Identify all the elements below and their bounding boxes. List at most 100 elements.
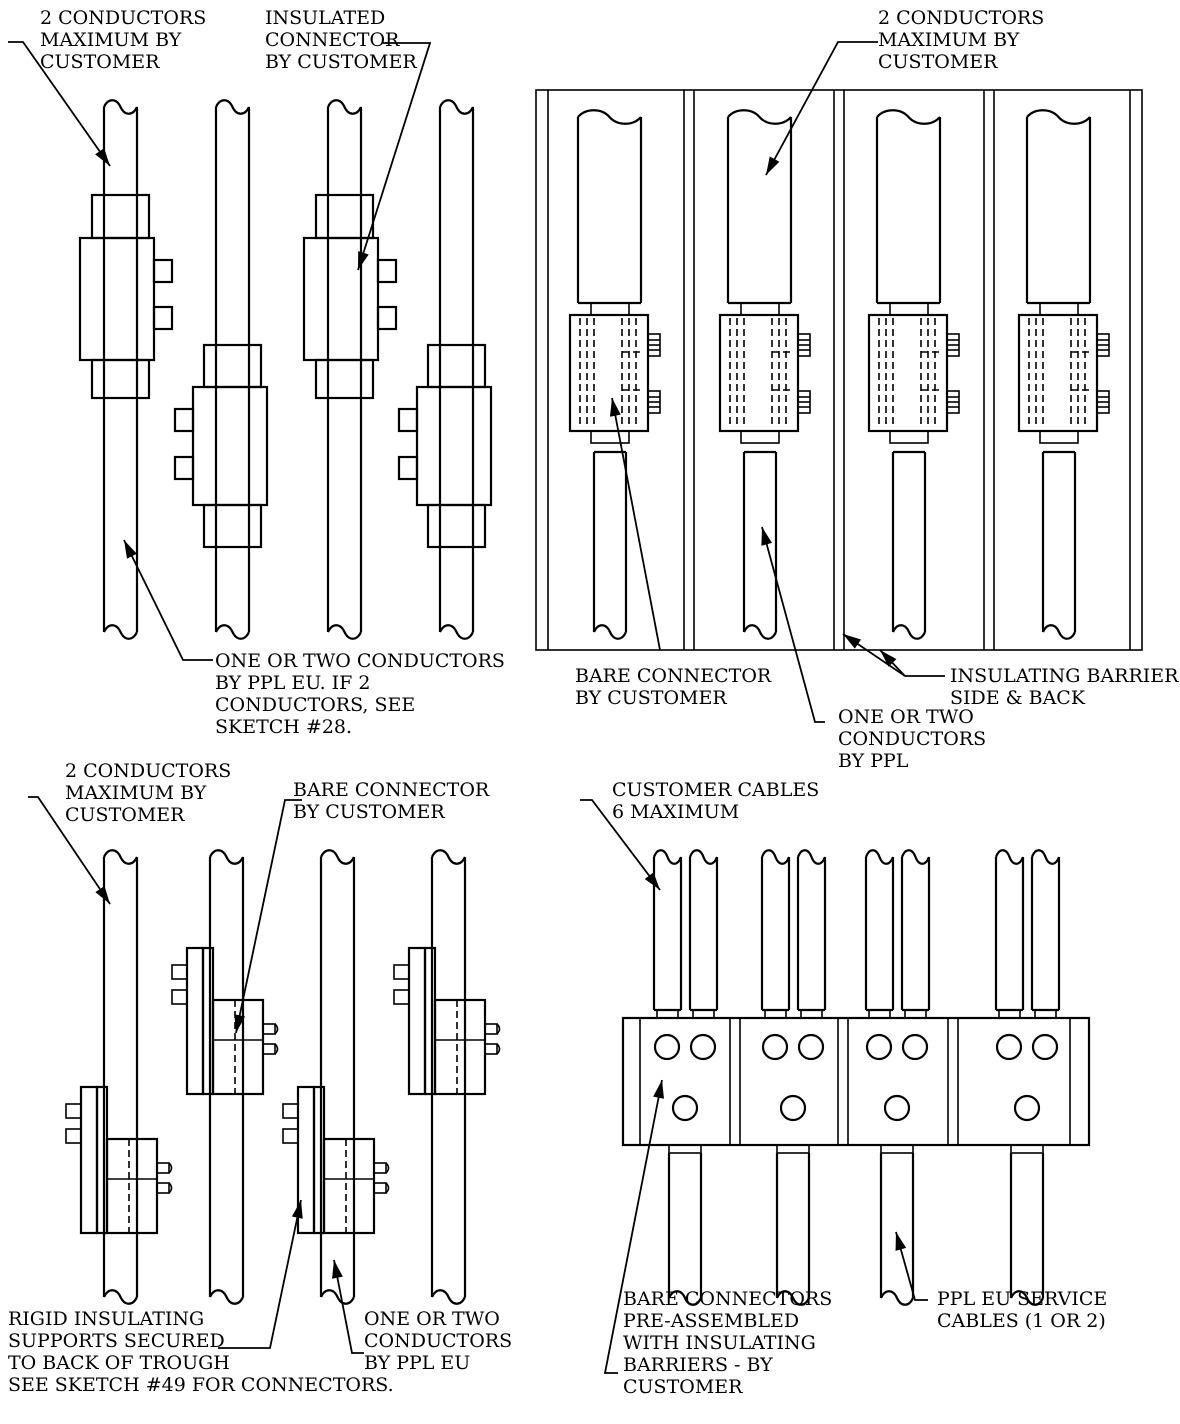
- label-b4-line: ONE OR TWO: [838, 706, 974, 728]
- bolt: [393, 964, 410, 980]
- cond-c1-break-bottom: [103, 1289, 138, 1305]
- neck: [889, 430, 929, 444]
- label-d1-line: CUSTOMER CABLES: [612, 779, 819, 801]
- tap: [397, 407, 419, 433]
- cond-a4-break-bottom: [439, 624, 474, 640]
- arrowhead: [358, 251, 369, 270]
- setscrew: [373, 1182, 387, 1194]
- label-c4-line: ONE OR TWO: [364, 1308, 500, 1330]
- arrowhead: [95, 148, 110, 166]
- leader-c1: [28, 796, 111, 905]
- cond-c1-break-top: [103, 849, 138, 865]
- label-c4-line: CONDUCTORS: [364, 1330, 512, 1352]
- setscrew: [156, 1162, 170, 1174]
- bolt: [282, 1128, 299, 1144]
- setscrew: [373, 1162, 387, 1174]
- customer-cable-break: [1030, 849, 1061, 865]
- cable-neck: [800, 1009, 823, 1019]
- customer-cable-break: [652, 849, 683, 865]
- customer-cable-break: [688, 849, 719, 865]
- leader-b4: [761, 526, 825, 723]
- setscrew: [484, 1023, 498, 1035]
- terminal-hole: [901, 1033, 929, 1061]
- label-b3-line: SIDE & BACK: [950, 687, 1086, 709]
- tap: [173, 407, 195, 433]
- leader-a2: [357, 42, 432, 271]
- cable-neck: [1010, 1144, 1044, 1154]
- leader-b2: [611, 397, 661, 651]
- drawing-linework: [8, 41, 1143, 1374]
- sleeve: [314, 193, 375, 240]
- arrowhead: [95, 885, 110, 904]
- neck: [1039, 430, 1079, 444]
- insulated-connector: [415, 385, 493, 507]
- terminal-hole: [797, 1033, 825, 1061]
- label-c3-line: RIGID INSULATING: [8, 1308, 204, 1330]
- trough-outline: [535, 89, 1143, 651]
- label-d3-line: CABLES (1 OR 2): [937, 1310, 1106, 1332]
- label-b3-line: INSULATING BARRIERS: [950, 665, 1180, 687]
- sleeve: [202, 343, 263, 389]
- setscrew-head: [385, 1182, 390, 1194]
- label-c2-line: BY CUSTOMER: [293, 801, 445, 823]
- setscrew-head: [385, 1162, 390, 1174]
- sleeve: [202, 503, 263, 549]
- lower-cable-break: [742, 624, 778, 640]
- arrowhead: [234, 1014, 246, 1033]
- sleeve: [426, 343, 487, 389]
- terminal-hole: [1013, 1094, 1041, 1122]
- leader-c4: [333, 1259, 364, 1354]
- label-c1-line: MAXIMUM BY: [65, 782, 207, 804]
- cable-neck: [776, 1144, 810, 1154]
- cable-neck: [656, 1009, 679, 1019]
- cable-neck: [904, 1009, 927, 1019]
- rigid-insulating-support: [201, 946, 215, 1096]
- leader-d3: [895, 1231, 928, 1301]
- cond-a1-break-top: [103, 99, 138, 115]
- upper-cable-break: [727, 109, 792, 125]
- label-d2-line: WITH INSULATING: [623, 1332, 816, 1354]
- leader-a3: [123, 539, 213, 661]
- cond-a1-break-bottom: [103, 624, 138, 640]
- bolt: [171, 989, 188, 1005]
- neck: [1039, 302, 1079, 316]
- terminal-hole: [883, 1094, 911, 1122]
- tap: [152, 305, 174, 331]
- label-d2-line: PRE-ASSEMBLED: [623, 1310, 799, 1332]
- cable-neck: [998, 1009, 1021, 1019]
- cond-a2-break-bottom: [215, 624, 250, 640]
- label-c3-line: TO BACK OF TROUGH: [8, 1352, 230, 1374]
- cable-neck: [1034, 1009, 1057, 1019]
- label-a2-line: CONNECTOR: [265, 29, 400, 51]
- service-cable-break: [879, 1290, 915, 1306]
- label-d2-line: BARE CONNECTORS: [623, 1288, 832, 1310]
- bolt: [65, 1128, 82, 1144]
- setscrew-head: [168, 1182, 173, 1194]
- service-cable-break: [775, 1290, 811, 1306]
- arrowhead: [843, 634, 861, 649]
- neck: [740, 302, 780, 316]
- label-a3-line: ONE OR TWO CONDUCTORS: [215, 650, 505, 672]
- upper-cable-break: [577, 109, 642, 125]
- leader-a1: [8, 41, 111, 167]
- customer-cable-break: [760, 849, 791, 865]
- rigid-insulating-support: [423, 946, 437, 1096]
- label-b1-line: CUSTOMER: [878, 51, 998, 73]
- label-b1-line: MAXIMUM BY: [878, 29, 1020, 51]
- terminal-hole: [1031, 1033, 1059, 1061]
- cond-a4-break-top: [439, 99, 474, 115]
- bare-connector: [105, 1137, 159, 1235]
- insulated-connector: [191, 385, 269, 507]
- terminal-hole: [671, 1094, 699, 1122]
- cond-a2-break-top: [215, 99, 250, 115]
- rigid-insulating-support: [79, 1085, 99, 1235]
- lower-cable-break: [592, 624, 628, 640]
- setscrew-head: [274, 1023, 279, 1035]
- label-b4-line: BY PPL: [838, 750, 909, 772]
- label-a3-line: CONDUCTORS, SEE: [215, 694, 415, 716]
- leader-c3: [218, 1199, 302, 1349]
- cond-c4-break-bottom: [431, 1289, 466, 1305]
- upper-cable-break: [1026, 109, 1091, 125]
